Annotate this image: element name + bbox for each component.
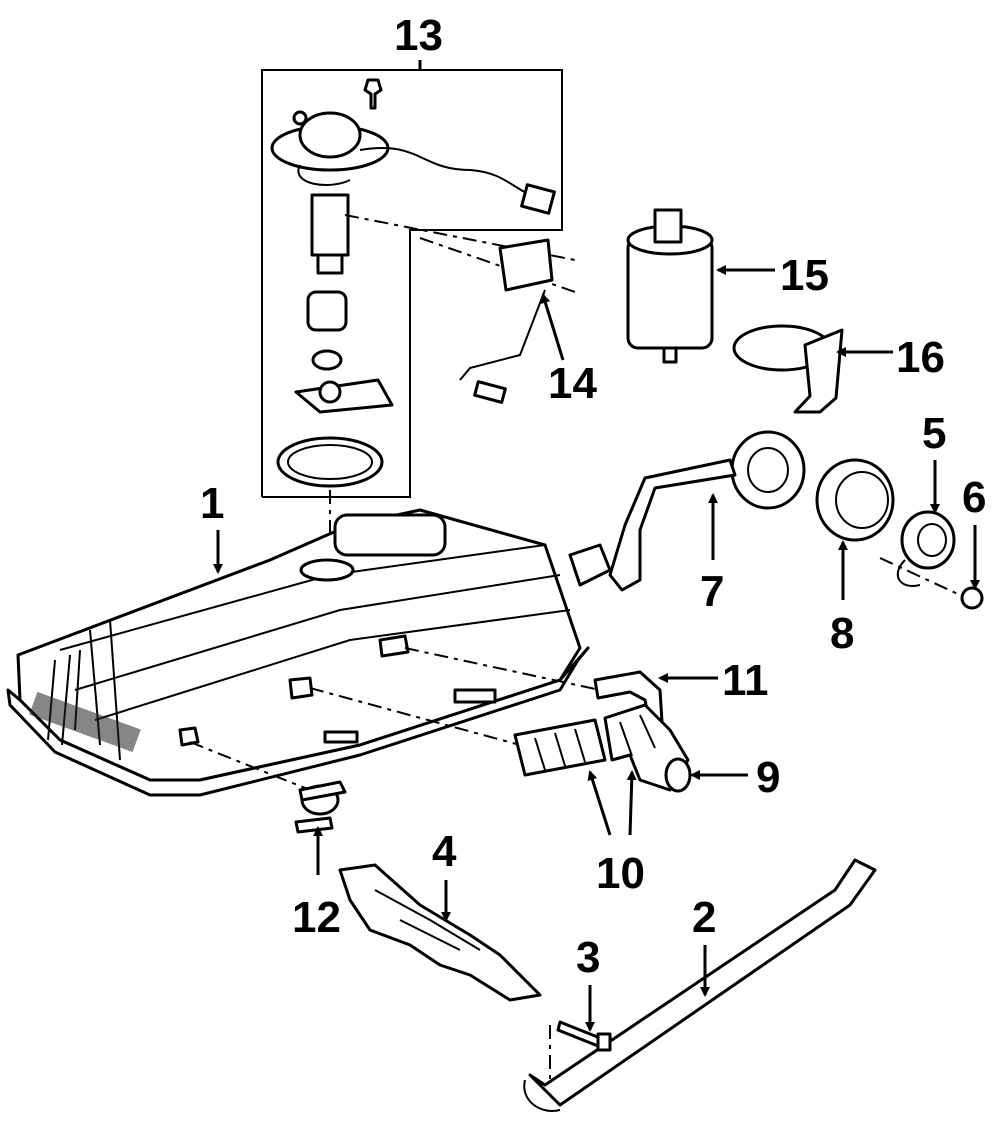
- callout-2: 2: [692, 893, 716, 942]
- callout-13: 13: [394, 11, 443, 60]
- callout-3: 3: [576, 933, 600, 982]
- callout-7: 7: [700, 567, 724, 616]
- fuel-cap: [896, 510, 956, 587]
- callout-labels: 1 2 3 4 5 6 7 8 9 10 11 12 13 14 15 16: [200, 11, 986, 982]
- fuel-pump-module-bracket: [261, 60, 563, 498]
- filler-hoses: [513, 703, 692, 793]
- fuel-tank: [6, 508, 601, 797]
- callout-8: 8: [830, 609, 854, 658]
- callout-16: 16: [896, 333, 945, 382]
- filler-pipe: [568, 430, 806, 592]
- callout-12: 12: [292, 893, 341, 942]
- callout-6: 6: [962, 473, 986, 522]
- fuel-level-sender: [459, 238, 554, 404]
- strap-bolt: [556, 1020, 612, 1052]
- canister-bracket: [732, 324, 844, 414]
- leader-lines: [213, 265, 980, 1032]
- tank-strap: [523, 858, 877, 1112]
- callout-11: 11: [722, 656, 769, 705]
- callout-15: 15: [780, 251, 829, 300]
- fuel-pump-module: [270, 78, 576, 570]
- callout-9: 9: [756, 753, 780, 802]
- callout-14: 14: [548, 359, 597, 408]
- callout-5: 5: [922, 409, 946, 458]
- callout-10: 10: [596, 849, 645, 898]
- valve-12: [294, 780, 347, 834]
- vapor-canister: [626, 208, 714, 364]
- heat-shield: [338, 863, 542, 1002]
- filler-neck-ring: [815, 458, 895, 542]
- callout-4: 4: [432, 827, 457, 876]
- callout-1: 1: [200, 479, 224, 528]
